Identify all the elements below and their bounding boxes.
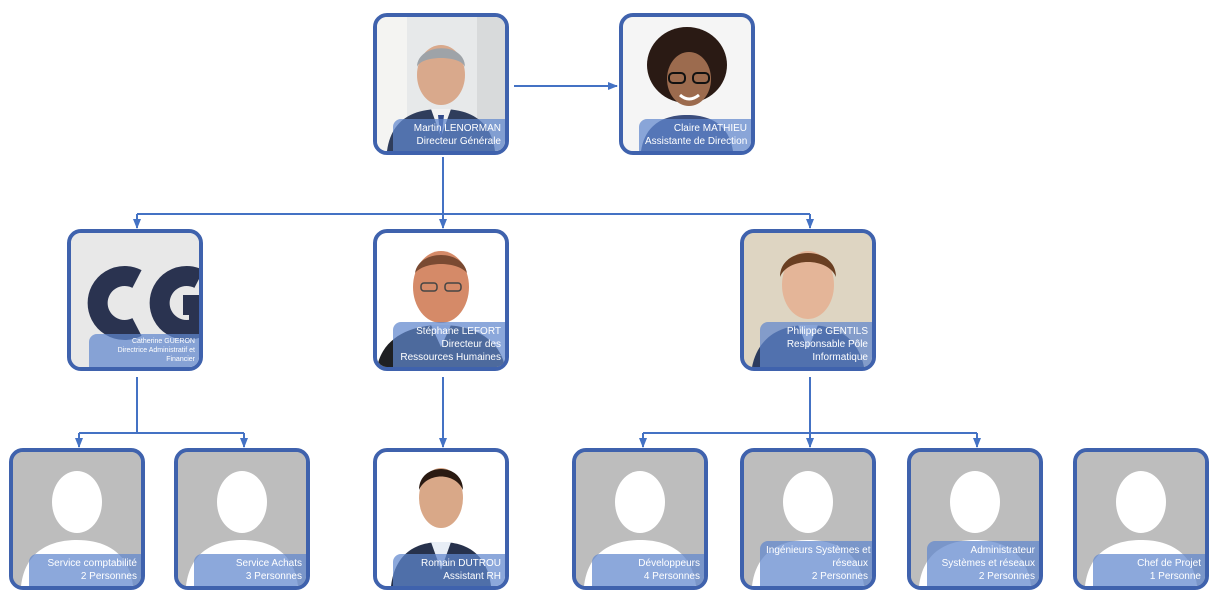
card-team-ing-sys[interactable]: Ingénieurs Systèmes et réseaux 2 Personn…	[740, 448, 876, 590]
card-team-achats[interactable]: Service Achats 3 Personnes	[174, 448, 310, 590]
connector-daf-down	[136, 377, 244, 434]
director-name: Martin LENORMAN	[413, 123, 501, 134]
team-chef-projet-name: Chef de Projet	[1137, 558, 1201, 569]
team-chef-projet-count: 1 Personne	[1149, 571, 1201, 582]
team-dev-count: 4 Personnes	[643, 571, 700, 582]
drh-title-line2: Ressources Humaines	[400, 352, 501, 363]
team-dev-name: Développeurs	[638, 558, 700, 569]
card-team-dev[interactable]: Développeurs 4 Personnes	[572, 448, 708, 590]
card-it-lead[interactable]: Philippe GENTILS Responsable Pôle Inform…	[740, 229, 876, 371]
it-lead-title-line1: Responsable Pôle	[786, 339, 868, 350]
assistant-direction-caption: Claire MATHIEU Assistante de Direction	[639, 119, 751, 151]
daf-title: Directrice Administratif et Financier	[117, 347, 195, 363]
team-admin-sys-name-line2: Systèmes et réseaux	[941, 558, 1035, 569]
team-comptabilite-name: Service comptabilité	[47, 558, 137, 569]
daf-caption: Catherine GUERON Directrice Administrati…	[89, 334, 199, 367]
team-admin-sys-count: 2 Personnes	[978, 571, 1035, 582]
card-daf[interactable]: Catherine GUERON Directrice Administrati…	[67, 229, 203, 371]
director-title: Directeur Générale	[416, 136, 501, 147]
team-achats-caption: Service Achats 3 Personnes	[194, 554, 306, 586]
team-ing-sys-caption: Ingénieurs Systèmes et réseaux 2 Personn…	[760, 541, 872, 586]
assistant-direction-name: Claire MATHIEU	[673, 123, 747, 134]
director-caption: Martin LENORMAN Directeur Générale	[393, 119, 505, 151]
card-team-comptabilite[interactable]: Service comptabilité 2 Personnes	[9, 448, 145, 590]
daf-name: Catherine GUERON	[131, 338, 195, 345]
drh-caption: Stéphane LEFORT Directeur des Ressources…	[393, 322, 505, 367]
drh-title-line1: Directeur des	[441, 339, 501, 350]
team-admin-sys-name-line1: Administrateur	[970, 545, 1035, 556]
it-lead-title-line2: Informatique	[812, 352, 868, 363]
rh-assistant-title: Assistant RH	[443, 571, 501, 582]
drh-name: Stéphane LEFORT	[416, 326, 501, 337]
team-admin-sys-caption: Administrateur Systèmes et réseaux 2 Per…	[927, 541, 1039, 586]
rh-assistant-name: Romain DUTROU	[420, 558, 501, 569]
card-team-admin-sys[interactable]: Administrateur Systèmes et réseaux 2 Per…	[907, 448, 1043, 590]
team-dev-caption: Développeurs 4 Personnes	[592, 554, 704, 586]
it-lead-caption: Philippe GENTILS Responsable Pôle Inform…	[760, 322, 872, 367]
card-director[interactable]: Martin LENORMAN Directeur Générale	[373, 13, 509, 155]
team-comptabilite-caption: Service comptabilité 2 Personnes	[29, 554, 141, 586]
assistant-direction-title: Assistante de Direction	[645, 136, 748, 147]
team-comptabilite-count: 2 Personnes	[80, 571, 137, 582]
team-ing-sys-count: 2 Personnes	[811, 571, 868, 582]
team-chef-projet-caption: Chef de Projet 1 Personne	[1093, 554, 1205, 586]
it-lead-name: Philippe GENTILS	[786, 326, 868, 337]
team-ing-sys-name-line2: réseaux	[832, 558, 868, 569]
card-drh[interactable]: Stéphane LEFORT Directeur des Ressources…	[373, 229, 509, 371]
card-rh-assistant[interactable]: Romain DUTROU Assistant RH	[373, 448, 509, 590]
card-assistant-direction[interactable]: Claire MATHIEU Assistante de Direction	[619, 13, 755, 155]
team-ing-sys-name-line1: Ingénieurs Systèmes et	[766, 545, 871, 556]
card-team-chef-projet[interactable]: Chef de Projet 1 Personne	[1073, 448, 1209, 590]
team-achats-count: 3 Personnes	[245, 571, 302, 582]
rh-assistant-caption: Romain DUTROU Assistant RH	[393, 554, 505, 586]
team-achats-name: Service Achats	[235, 558, 302, 569]
